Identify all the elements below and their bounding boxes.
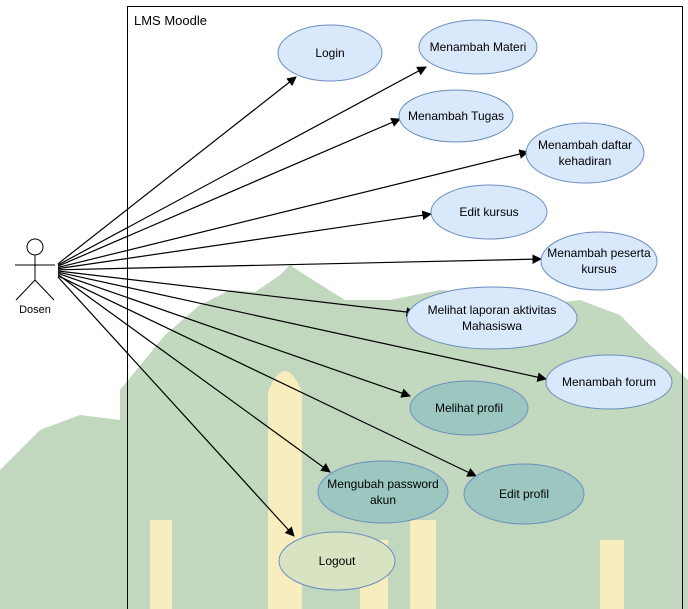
association-menambah-peserta-kursus xyxy=(57,254,542,271)
use-case-ellipse xyxy=(430,184,548,240)
association-logout xyxy=(57,276,295,537)
use-case-label: Menambah daftar xyxy=(538,138,632,152)
use-case-ellipse xyxy=(525,122,645,184)
use-case-menambah-daftar-kehadiran[interactable]: Menambah daftar kehadiran xyxy=(525,122,645,184)
use-case-menambah-tugas[interactable]: Menambah Tugas xyxy=(398,89,514,143)
use-case-label: kursus xyxy=(581,262,616,276)
use-case-mengubah-password-akun[interactable]: Mengubah password akun xyxy=(317,460,449,524)
system-title: LMS Moodle xyxy=(134,13,207,28)
association-edit-profil xyxy=(57,275,477,477)
use-case-label: Login xyxy=(315,46,344,60)
use-case-label: Edit kursus xyxy=(459,205,518,219)
use-case-ellipse xyxy=(406,286,578,350)
association-lines xyxy=(57,66,547,537)
use-case-ellipse xyxy=(545,354,673,410)
actor-dosen xyxy=(15,238,55,301)
use-case-ellipse xyxy=(540,231,658,291)
use-case-login[interactable]: Login xyxy=(277,24,383,82)
association-menambah-materi xyxy=(57,66,427,266)
use-case-label: akun xyxy=(370,493,396,507)
use-case-label: Menambah Materi xyxy=(430,40,527,54)
use-case-ellipse xyxy=(409,380,529,436)
actor-label: Dosen xyxy=(19,304,51,316)
use-case-menambah-materi[interactable]: Menambah Materi xyxy=(418,19,538,75)
use-case-label: Menambah forum xyxy=(562,375,656,389)
association-menambah-tugas xyxy=(57,118,401,267)
use-case-ellipse xyxy=(398,89,514,143)
use-case-melihat-profil[interactable]: Melihat profil xyxy=(409,380,529,436)
use-case-logout[interactable]: Logout xyxy=(278,531,396,591)
use-case-edit-profil[interactable]: Edit profil xyxy=(463,463,585,525)
use-case-label: Melihat laporan aktivitas xyxy=(428,303,557,317)
use-case-edit-kursus[interactable]: Edit kursus xyxy=(430,184,548,240)
use-case-ellipse xyxy=(418,19,538,75)
use-case-label: Melihat profil xyxy=(435,401,503,415)
use-case-ellipse xyxy=(463,463,585,525)
use-case-ellipse xyxy=(277,24,383,82)
association-menambah-daftar-kehadiran xyxy=(57,149,529,268)
association-login xyxy=(57,76,297,265)
use-case-label: kehadiran xyxy=(559,154,612,168)
use-case-menambah-peserta-kursus[interactable]: Menambah peserta kursus xyxy=(540,231,658,291)
use-case-menambah-forum[interactable]: Menambah forum xyxy=(545,354,673,410)
association-edit-kursus xyxy=(57,210,432,270)
association-melihat-profil xyxy=(57,272,411,398)
association-melihat-laporan-aktivitas xyxy=(57,270,416,317)
use-case-label: Menambah peserta xyxy=(547,246,651,260)
association-mengubah-password-akun xyxy=(57,274,331,473)
use-case-label: Edit profil xyxy=(499,487,549,501)
use-case-ellipse xyxy=(317,460,449,524)
use-case-label: Mengubah password xyxy=(327,477,438,491)
system-boundary xyxy=(127,6,683,609)
use-case-ellipse xyxy=(278,531,396,591)
use-case-label: Mahasiswa xyxy=(462,319,522,333)
use-case-label: Logout xyxy=(319,554,356,568)
association-menambah-forum xyxy=(57,271,547,382)
use-case-label: Menambah Tugas xyxy=(408,109,504,123)
